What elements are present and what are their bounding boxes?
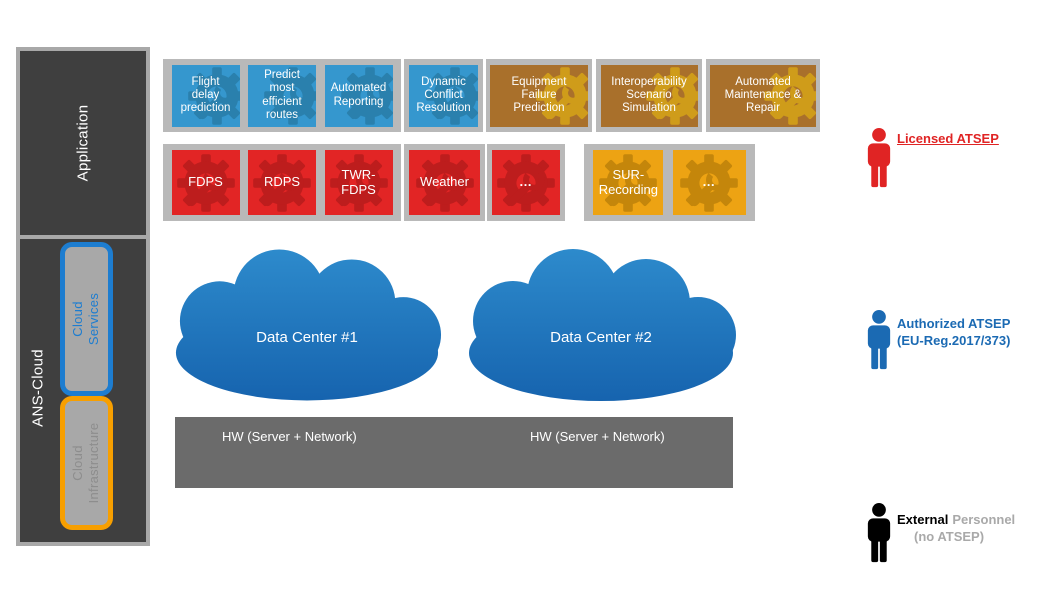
service-group-fdps: FDPS RDPS TWR-FDPS: [163, 144, 401, 221]
service-box-weather: Weather: [409, 150, 480, 215]
app-box-label: Automated Reporting: [330, 82, 387, 108]
external-personnel-person-icon: [866, 503, 892, 563]
service-box-ellipsis-yellow: …: [672, 150, 746, 215]
app-box-interoperability-simulation: Interoperability Scenario Simulation: [600, 64, 698, 127]
licensed-atsep-label: Licensed ATSEP: [897, 131, 999, 146]
service-box-twr-fdps: TWR-FDPS: [324, 150, 393, 215]
service-box-label: …: [519, 174, 533, 190]
app-box-label: Flight delay prediction: [180, 75, 231, 115]
app-box-predict-routes: Predict most efficient routes: [248, 64, 316, 127]
authorized-atsep-label: Authorized ATSEP (EU-Reg.2017/373): [897, 315, 1010, 349]
service-box-label: RDPS: [263, 174, 301, 190]
authorized-atsep-person-icon: [866, 310, 892, 370]
app-group-equipment-failure: Equipment Failure Prediction: [486, 59, 592, 132]
app-box-label: Interoperability Scenario Simulation: [611, 75, 687, 115]
app-box-automated-maintenance-repair: Automated Maintenance & Repair: [710, 64, 816, 127]
service-box-label: …: [702, 174, 717, 190]
licensed-atsep-person-icon: [866, 128, 892, 188]
app-box-label: Automated Maintenance & Repair: [724, 75, 802, 115]
cloud-icon: [469, 249, 736, 401]
cloud-services-box: [60, 242, 113, 396]
cloud-infrastructure-box: [60, 396, 113, 530]
application-layer-label: Application: [74, 104, 92, 182]
app-group-automated-maintenance: Automated Maintenance & Repair: [706, 59, 820, 132]
cloud-services-label: Cloud Services: [69, 292, 101, 346]
service-box-fdps: FDPS: [171, 150, 240, 215]
app-group-interoperability: Interoperability Scenario Simulation: [596, 59, 702, 132]
service-box-label: Weather: [420, 174, 469, 190]
service-group-weather: Weather: [404, 144, 485, 221]
hardware-bar: [175, 417, 733, 488]
service-box-label: TWR-FDPS: [341, 166, 376, 197]
data-center-2-label: Data Center #2: [550, 329, 652, 346]
cloud-infrastructure-label: Cloud Infrastructure: [69, 422, 101, 504]
app-box-label: Dynamic Conflict Resolution: [416, 75, 471, 115]
app-box-label: Predict most efficient routes: [262, 69, 302, 121]
app-box-automated-reporting: Automated Reporting: [324, 64, 393, 127]
data-center-2-cloud: Data Center #2: [460, 243, 742, 403]
authorized-atsep-line2: (EU-Reg.2017/373): [897, 333, 1011, 348]
authorized-atsep-line1: Authorized ATSEP: [897, 316, 1011, 331]
external-personnel-line2: (no ATSEP): [914, 529, 985, 544]
app-box-flight-delay-prediction: Flight delay prediction: [171, 64, 240, 127]
app-box-dynamic-conflict-resolution: Dynamic Conflict Resolution: [409, 64, 478, 127]
service-box-label: SUR-Recording: [598, 166, 658, 197]
service-box-rdps: RDPS: [248, 150, 316, 215]
app-box-label: Equipment Failure Prediction: [511, 75, 567, 115]
cloud-icon: [175, 249, 442, 401]
personnel-word: Personnel: [952, 512, 1016, 527]
data-center-1-cloud: Data Center #1: [168, 243, 446, 403]
service-box-label: FDPS: [188, 174, 223, 190]
hw-label-right: HW (Server + Network): [530, 429, 665, 444]
service-box-sur-recording: SUR-Recording: [593, 150, 664, 215]
app-group-ai-blue: Flight delay prediction Predict most eff…: [163, 59, 401, 132]
service-group-recording-yellow: SUR-Recording …: [584, 144, 755, 221]
service-group-more-red: …: [487, 144, 565, 221]
external-word: External: [897, 512, 949, 527]
ans-cloud-layer-label: ANS-Cloud: [29, 349, 47, 427]
data-center-1-label: Data Center #1: [256, 329, 358, 346]
hw-label-left: HW (Server + Network): [222, 429, 357, 444]
app-group-conflict-resolution: Dynamic Conflict Resolution: [404, 59, 483, 132]
service-box-ellipsis-red: …: [492, 150, 560, 215]
application-layer-box: [20, 51, 146, 235]
app-box-equipment-failure-prediction: Equipment Failure Prediction: [490, 64, 588, 127]
